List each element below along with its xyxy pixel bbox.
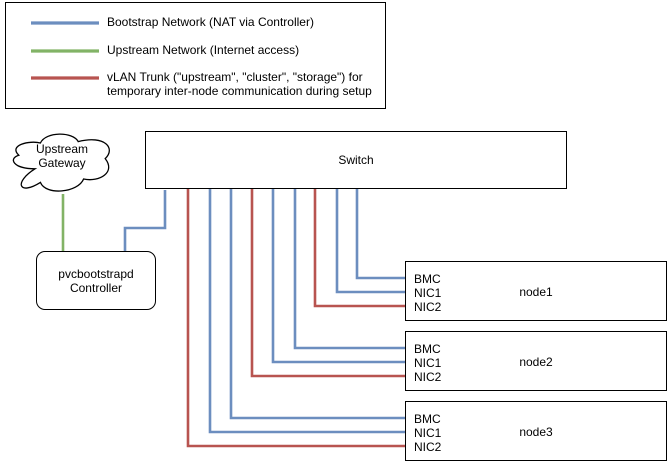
upstream-gateway-label-line1: Upstream [35,142,88,156]
node-box-node3: BMC NIC1 NIC2 node3 [405,401,667,461]
port-label-bmc: BMC [414,342,441,356]
node-name-node1: node1 [519,285,553,299]
link-switch-node1-nic2 [313,189,406,308]
link-switch-node3-nic1 [208,189,406,434]
node3-ports: BMC NIC1 NIC2 [414,412,441,454]
port-label-bmc: BMC [414,272,441,286]
controller-label-line2: Controller [69,280,122,295]
bootstrap-line-icon [31,21,99,25]
switch-box: Switch [145,131,567,189]
link-switch-node1-bmc [355,189,406,280]
legend-item-bootstrap: Bootstrap Network (NAT via Controller) [6,15,385,29]
controller-box: pvcbootstrapd Controller [36,251,156,310]
link-switch-node2-bmc [293,189,406,350]
trunk-line-icon [31,76,99,80]
link-switch-node2-nic2 [250,189,406,378]
legend-item-upstream: Upstream Network (Internet access) [6,43,385,57]
legend-label-trunk-line2: temporary inter-node communication durin… [107,84,372,98]
legend-label-upstream: Upstream Network (Internet access) [107,43,300,57]
upstream-gateway-label: Upstream Gateway [14,142,110,170]
node-box-node1: BMC NIC1 NIC2 node1 [405,261,667,321]
controller-label-line1: pvcbootstrapd [58,266,134,281]
link-switch-node3-nic2 [186,189,406,448]
switch-label: Switch [338,153,374,167]
port-label-nic2: NIC2 [414,440,442,454]
link-switch-node1-nic1 [335,189,406,294]
port-label-nic1: NIC1 [414,426,442,440]
legend-item-trunk: vLAN Trunk ("upstream", "cluster", "stor… [6,70,385,98]
node-name-node3: node3 [519,425,553,439]
legend-label-bootstrap: Bootstrap Network (NAT via Controller) [107,15,314,29]
legend: Bootstrap Network (NAT via Controller) U… [5,2,386,109]
legend-label-trunk-line1: vLAN Trunk ("upstream", "cluster", "stor… [107,70,363,84]
node-box-node2: BMC NIC1 NIC2 node2 [405,331,667,391]
link-switch-node3-bmc [229,189,406,420]
port-label-nic2: NIC2 [414,370,442,384]
link-switch-node2-nic1 [271,189,406,364]
node1-ports: BMC NIC1 NIC2 [414,272,441,314]
port-label-nic1: NIC1 [414,356,442,370]
upstream-gateway-cloud [12,133,110,192]
upstream-line-icon [31,49,99,53]
upstream-gateway-label-line2: Gateway [38,156,86,170]
node-name-node2: node2 [519,355,553,369]
port-label-bmc: BMC [414,412,441,426]
port-label-nic1: NIC1 [414,286,442,300]
port-label-nic2: NIC2 [414,300,442,314]
node2-ports: BMC NIC1 NIC2 [414,342,441,384]
link-controller-switch [123,190,167,252]
